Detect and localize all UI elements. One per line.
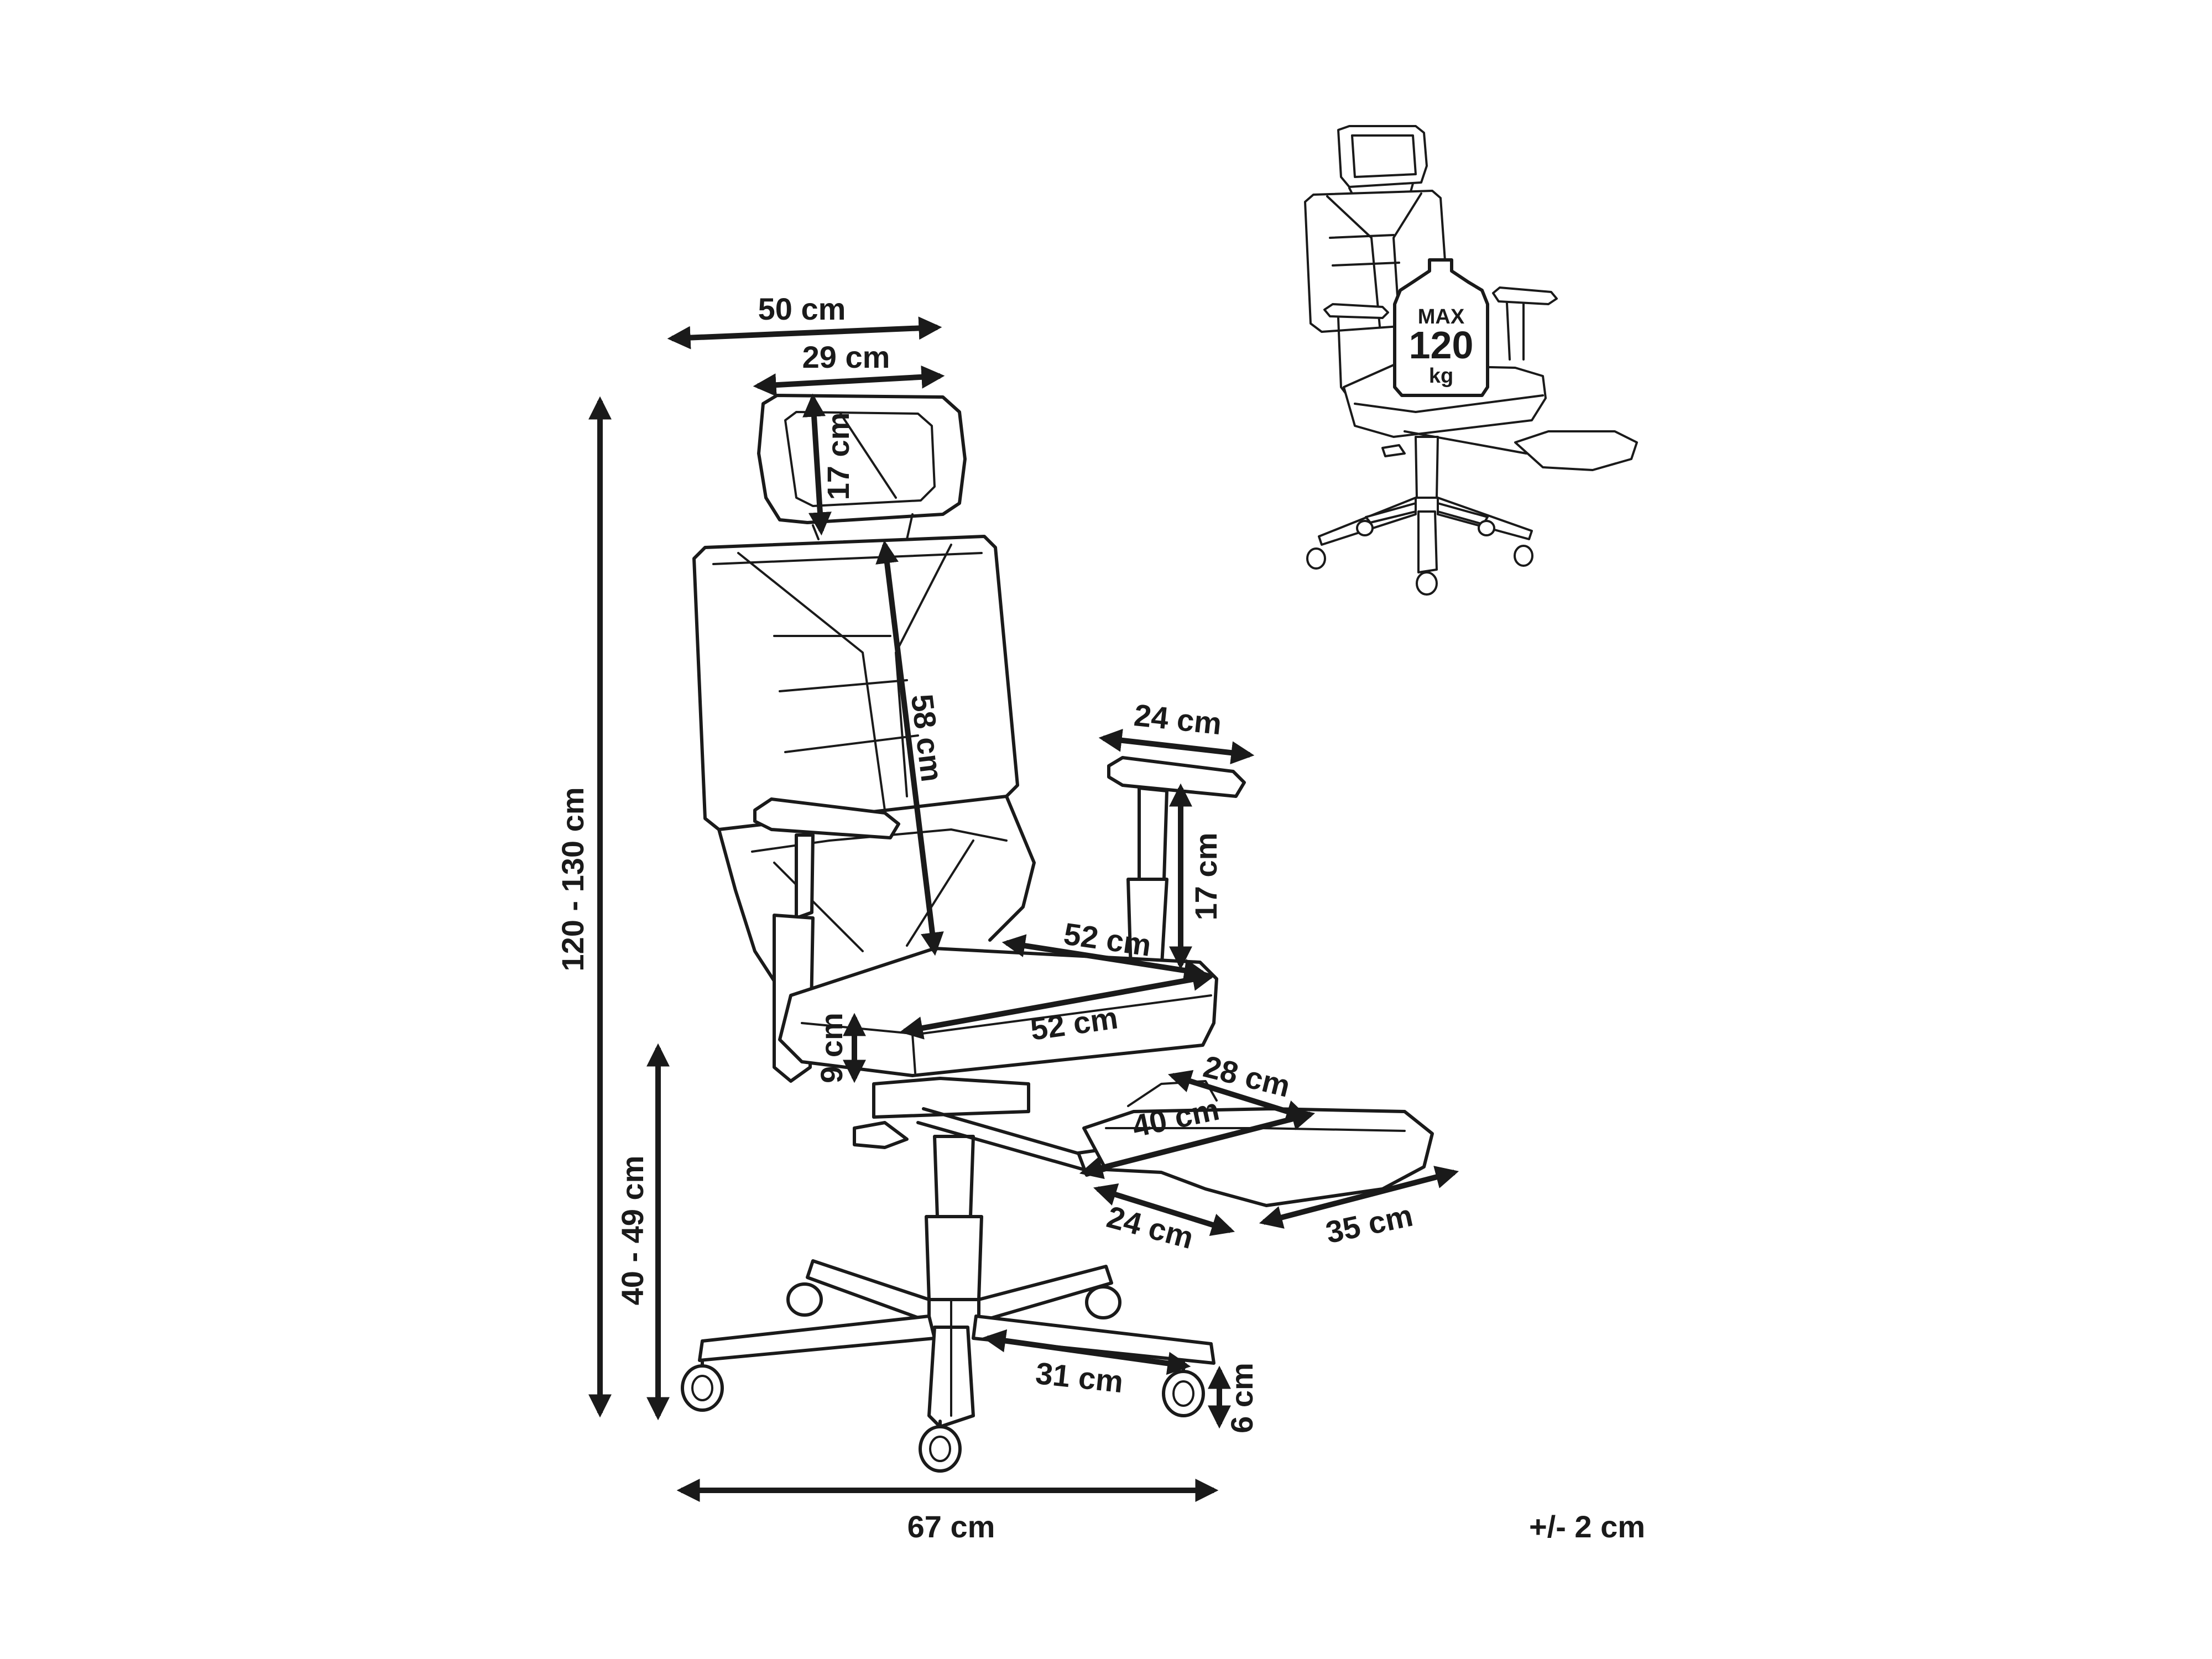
label-armrest-length: 24 cm	[1133, 697, 1224, 741]
label-base-width: 67 cm	[907, 1509, 995, 1544]
star-base	[698, 1259, 1215, 1428]
label-headrest-height: 17 cm	[821, 413, 855, 500]
max-load-line1: MAX	[1418, 305, 1465, 328]
arrow-headrest-inner-width	[753, 365, 945, 397]
label-headrest-outer-width: 50 cm	[758, 291, 846, 326]
arrow-backrest-height	[875, 540, 944, 956]
arrow-footrest-pad-width	[1259, 1166, 1459, 1229]
weight-icon	[1393, 258, 1489, 397]
tolerance-note: +/- 2 cm	[1529, 1509, 1645, 1544]
label-base-radius: 31 cm	[1034, 1355, 1125, 1399]
label-seat-height: 40 - 49 cm	[615, 1156, 650, 1306]
dimension-labels: 50 cm 29 cm 17 cm 58 cm 120 - 130 cm 24 …	[555, 291, 1416, 1544]
arrow-armrest-length	[1098, 728, 1255, 765]
label-total-height: 120 - 130 cm	[555, 787, 590, 971]
max-load-badge: MAX 120 kg	[1393, 258, 1489, 397]
label-seat-thickness: 9 cm	[814, 1013, 849, 1083]
arrow-footrest-extension	[1079, 1107, 1316, 1180]
label-wheel-height: 6 cm	[1224, 1363, 1259, 1433]
arrow-seat-width	[899, 968, 1216, 1040]
arrow-headrest-height	[802, 393, 832, 536]
backrest	[692, 535, 1036, 1008]
headrest	[757, 394, 967, 540]
label-armrest-height: 17 cm	[1188, 833, 1223, 921]
max-load-line3: kg	[1429, 364, 1453, 388]
arrow-footrest-bar	[1093, 1183, 1235, 1237]
arrow-headrest-outer-width	[667, 316, 942, 349]
mechanism-and-lift	[853, 1077, 1030, 1301]
arrow-base-radius	[982, 1329, 1191, 1375]
label-headrest-inner-width: 29 cm	[802, 340, 890, 374]
dimension-arrows	[588, 316, 1459, 1502]
max-load-line2: 120	[1409, 324, 1474, 367]
